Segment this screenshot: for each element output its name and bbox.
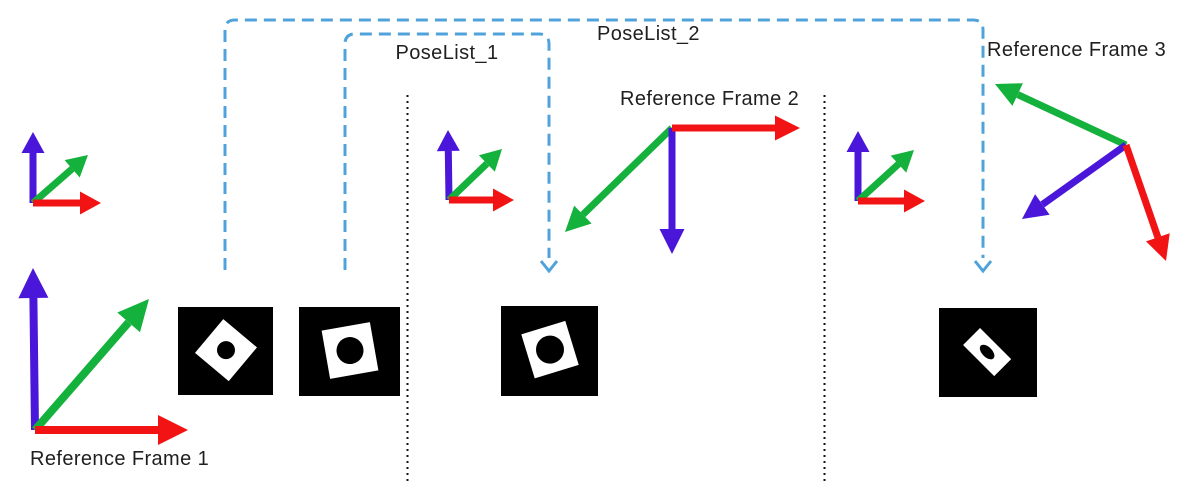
- poselist-2-down-arrow-icon: [973, 260, 993, 274]
- reference-frame-1-x-arrow: [35, 415, 188, 445]
- poselist-1-dashed-box: [343, 32, 551, 270]
- fiducial-marker-2-hole: [333, 334, 366, 366]
- reference-frame-1-label: Reference Frame 1: [30, 448, 210, 470]
- fiducial-marker-3: [501, 306, 598, 396]
- pose-frame-1-z-arrow: [21, 132, 45, 203]
- reference-frame-1-y-arrow: [31, 299, 149, 433]
- poselist-2-boundary: [223, 18, 993, 274]
- reference-frame-3-z-arrow: [1022, 142, 1129, 219]
- reference-frame-1-z-arrow: [18, 268, 49, 431]
- fiducial-marker-2-shape: [321, 321, 378, 379]
- pose-frame-1-y-arrow: [30, 155, 88, 206]
- poselist-1-label: PoseList_1: [395, 42, 499, 64]
- reference-frame-2-y-arrow: [565, 125, 675, 232]
- pose-frame-1-x-arrow: [33, 191, 101, 215]
- fiducial-marker-1-shape: [194, 319, 257, 382]
- axes-arrows-layer: [18, 83, 1170, 445]
- fiducial-marker-4-hole: [977, 341, 998, 362]
- pose-frame-2-z-arrow: [436, 130, 460, 201]
- poselist-1-boundary: [343, 32, 559, 274]
- pose-frame-2-x-arrow: [449, 188, 514, 212]
- pose-frame-3-y-arrow: [855, 150, 914, 204]
- fiducial-marker-3-shape: [520, 320, 579, 379]
- reference-frame-2-x-arrow: [672, 115, 800, 141]
- fiducial-marker-3-hole: [532, 332, 567, 368]
- reference-frame-2-z-arrow: [659, 128, 685, 254]
- poselist-2-dashed-box: [223, 18, 985, 270]
- poselist-1-down-arrow-icon: [539, 260, 559, 274]
- fiducial-marker-1: [178, 307, 273, 395]
- pose-frame-3-x-arrow: [858, 189, 925, 213]
- fiducial-marker-1-hole: [212, 337, 239, 363]
- reference-frame-3-x-arrow: [1122, 143, 1170, 261]
- reference-frame-2-label: Reference Frame 2: [620, 88, 800, 110]
- pose-frame-2-y-arrow: [446, 149, 502, 203]
- reference-frame-3-label: Reference Frame 3: [987, 39, 1167, 61]
- fiducial-marker-4-shape: [963, 327, 1012, 376]
- pose-frame-3-z-arrow: [846, 131, 870, 201]
- poselist-2-label: PoseList_2: [597, 23, 700, 45]
- fiducial-marker-4: [939, 308, 1037, 397]
- fiducial-marker-2: [299, 307, 400, 396]
- reference-frame-3-y-arrow: [995, 83, 1128, 149]
